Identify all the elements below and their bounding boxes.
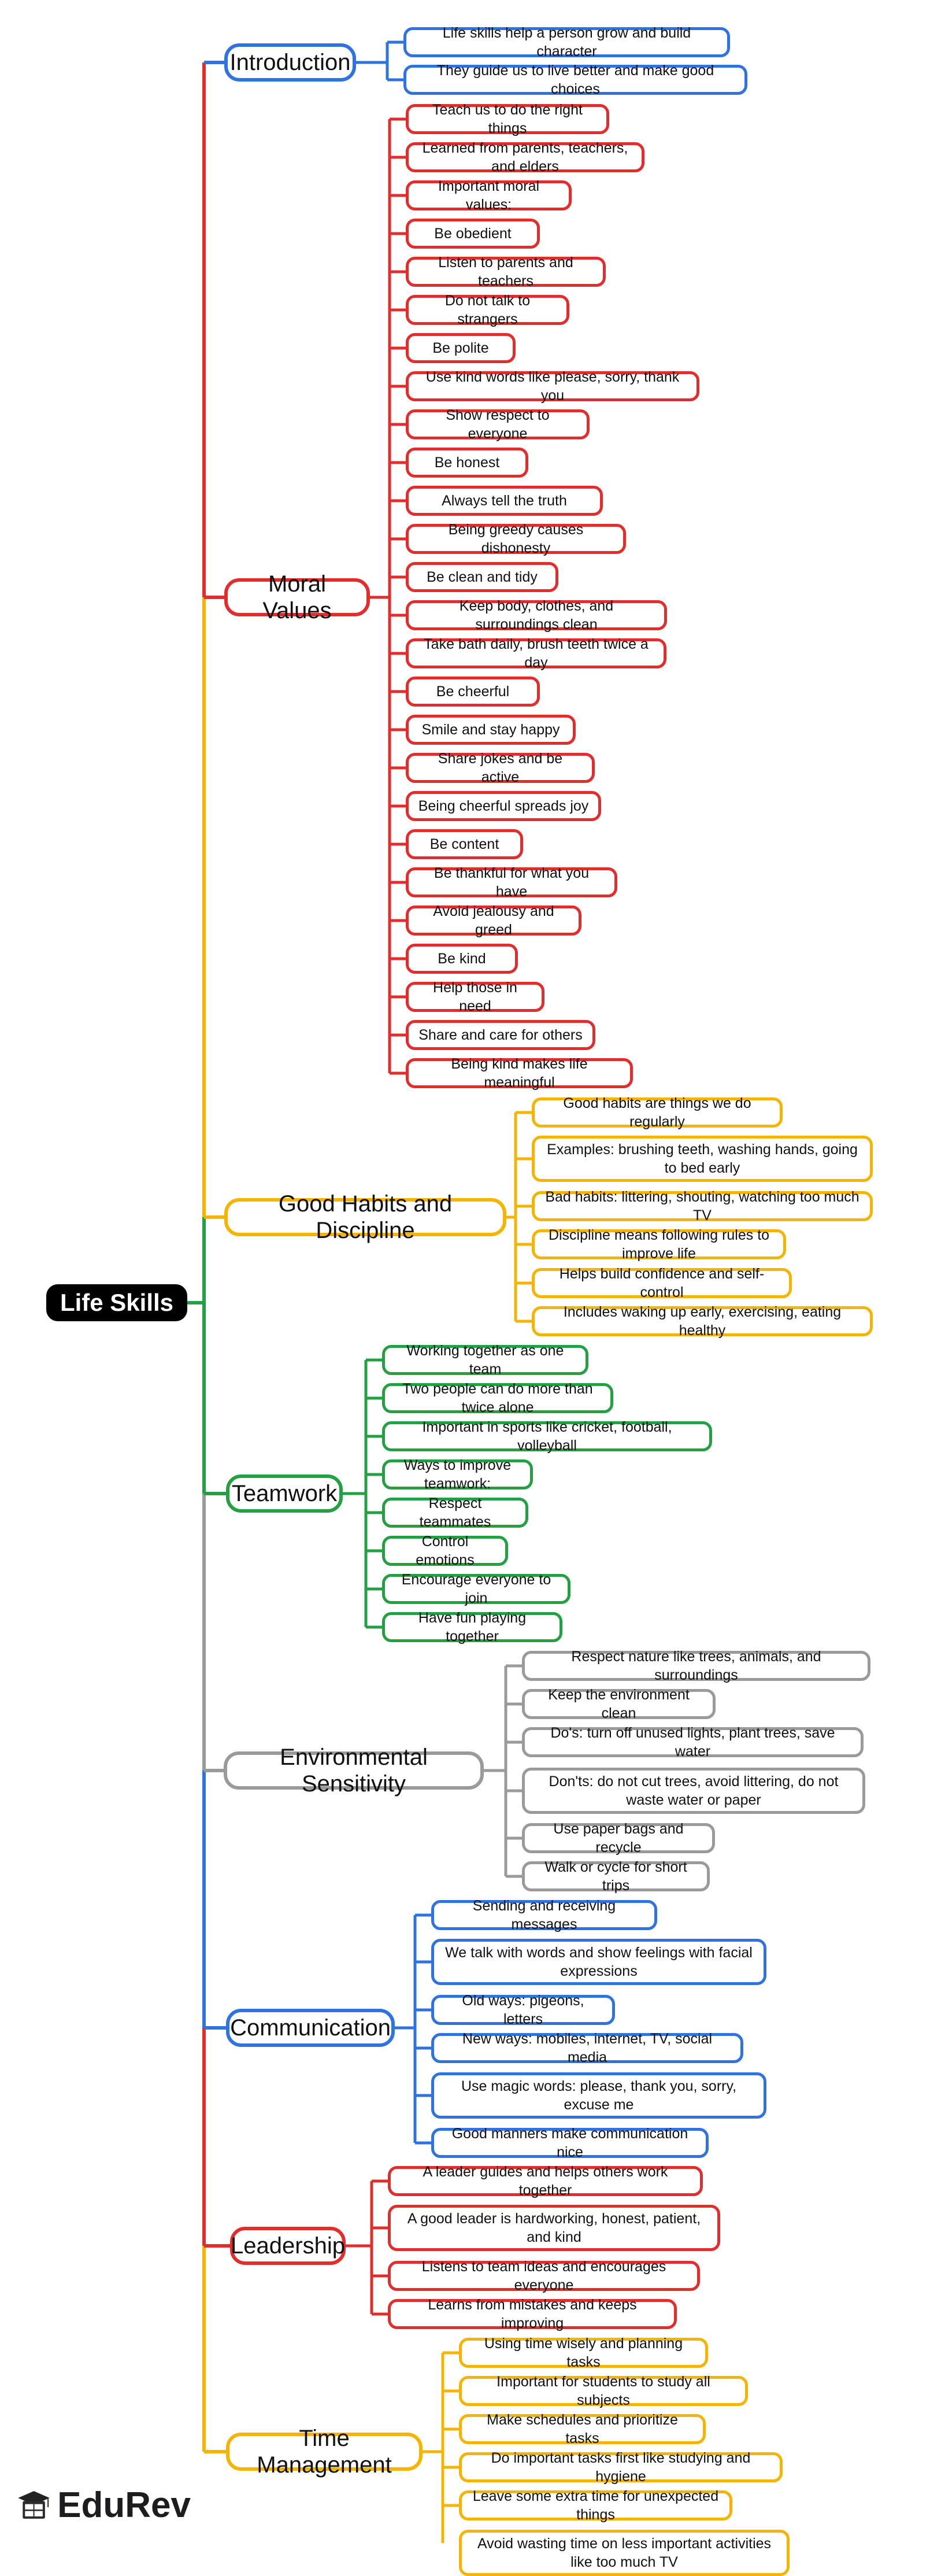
leaf-node: Do's: turn off unused lights, plant tree… [522,1725,864,1760]
leaf-node: Listens to team ideas and encourages eve… [388,2259,700,2293]
branch-node: Introduction [224,43,356,82]
leaf-node: Always tell the truth [406,486,603,516]
leaf-node: Discipline means following rules to impr… [532,1227,786,1262]
root-node: Life Skills [46,1284,187,1321]
leaf-node: Use paper bags and recycle [522,1821,715,1856]
logo-text: EduRev [57,2485,191,2525]
leaf-node: Listen to parents and teachers [406,254,606,289]
leaf-node: Keep the environment clean [522,1687,716,1721]
leaf-node: Be cheerful [406,677,540,707]
leaf-node: Be clean and tidy [406,562,558,592]
leaf-node: Do important tasks first like studying a… [459,2450,783,2485]
leaf-node: Old ways: pigeons, letters [431,1993,615,2027]
leaf-node: Bad habits: littering, shouting, watchin… [532,1189,873,1224]
graduation-cap-icon [18,2491,50,2519]
branch-node: Communication [226,2009,395,2047]
leaf-node: Make schedules and prioritize tasks [459,2412,706,2446]
leaf-node: Help those in need [406,980,544,1014]
leaf-node: A leader guides and helps others work to… [388,2164,703,2198]
leaf-node: Respect nature like trees, animals, and … [522,1649,870,1683]
leaf-node: Avoid wasting time on less important act… [459,2530,790,2576]
branch-node: Teamwork [226,1474,343,1513]
leaf-node: Includes waking up early, exercising, ea… [532,1304,873,1339]
leaf-node: Keep body, clothes, and surroundings cle… [406,598,667,633]
branch-node: Leadership [230,2227,346,2265]
leaf-node: Show respect to everyone [406,407,590,442]
leaf-node: Don'ts: do not cut trees, avoid litterin… [522,1768,865,1814]
leaf-node: Control emotions [382,1533,508,1568]
leaf-node: Important in sports like cricket, footba… [382,1419,712,1454]
leaf-node: Avoid jealousy and greed [406,903,581,938]
leaf-node: Respect teammates [382,1495,528,1530]
leaf-node: Important for students to study all subj… [459,2374,748,2408]
leaf-node: Teach us to do the right things [406,102,609,136]
leaf-node: Do not talk to strangers [406,293,569,327]
leaf-node: Have fun playing together [382,1610,562,1644]
leaf-node: Good habits are things we do regularly [532,1095,783,1130]
leaf-node: Two people can do more than twice alone [382,1381,613,1415]
leaf-node: Being kind makes life meaningful [406,1056,633,1091]
leaf-node: Life skills help a person grow and build… [403,25,730,60]
leaf-node: Be thankful for what you have [406,865,617,900]
leaf-node: Learned from parents, teachers, and elde… [406,140,644,175]
leaf-node: Smile and stay happy [406,715,576,745]
leaf-node: Be honest [406,448,528,478]
leaf-node: Share and care for others [406,1020,595,1050]
leaf-node: Leave some extra time for unexpected thi… [459,2488,732,2523]
leaf-node: Being cheerful spreads joy [406,791,601,821]
leaf-node: Be polite [406,333,516,363]
leaf-node: Using time wisely and planning tasks [459,2335,708,2370]
leaf-node: Learns from mistakes and keeps improving [388,2297,677,2331]
leaf-node: New ways: mobiles, internet, TV, social … [431,2031,743,2065]
leaf-node: A good leader is hardworking, honest, pa… [388,2205,720,2251]
leaf-node: Be content [406,829,523,859]
leaf-node: Take bath daily, brush teeth twice a day [406,636,666,671]
leaf-node: Be obedient [406,219,540,249]
leaf-node: We talk with words and show feelings wit… [431,1939,766,1985]
branch-node: Time Management [226,2426,423,2478]
leaf-node: Walk or cycle for short trips [522,1859,710,1894]
leaf-node: Use kind words like please, sorry, thank… [406,369,699,404]
leaf-node: Being greedy causes dishonesty [406,522,626,556]
leaf-node: Be kind [406,944,518,974]
leaf-node: Examples: brushing teeth, washing hands,… [532,1136,873,1182]
leaf-node: Helps build confidence and self-control [532,1266,792,1300]
branch-node: Environmental Sensitivity [224,1745,484,1797]
branch-node: Good Habits and Discipline [224,1191,506,1243]
leaf-node: Working together as one team [382,1343,588,1377]
leaf-node: Important moral values: [406,178,572,213]
leaf-node: Ways to improve teamwork: [382,1457,533,1492]
edurev-logo: EduRev [17,2476,191,2534]
leaf-node: Encourage everyone to join [382,1572,570,1606]
leaf-node: Sending and receiving messages [431,1898,657,1932]
leaf-node: Good manners make communication nice [431,2126,709,2160]
leaf-node: Share jokes and be active [406,751,595,785]
leaf-node: They guide us to live better and make go… [403,62,747,97]
branch-node: Moral Values [224,571,370,623]
leaf-node: Use magic words: please, thank you, sorr… [431,2072,766,2119]
